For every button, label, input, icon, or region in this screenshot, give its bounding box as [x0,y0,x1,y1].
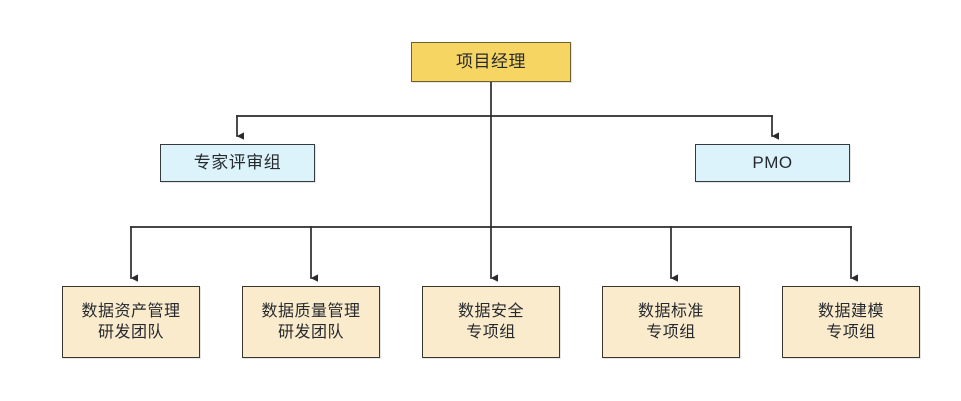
node-pmo[interactable]: PMO [695,144,850,182]
node-data-asset-mgmt-rd-team[interactable]: 数据资产管理 研发团队 [62,286,200,358]
node-project-manager[interactable]: 项目经理 [411,42,571,82]
node-data-quality-mgmt-rd-team[interactable]: 数据质量管理 研发团队 [242,286,380,358]
node-data-modeling-task-group[interactable]: 数据建模 专项组 [782,286,920,358]
node-data-standard-task-group[interactable]: 数据标准 专项组 [602,286,740,358]
node-expert-review-group[interactable]: 专家评审组 [160,144,315,182]
node-data-security-task-group[interactable]: 数据安全 专项组 [422,286,560,358]
